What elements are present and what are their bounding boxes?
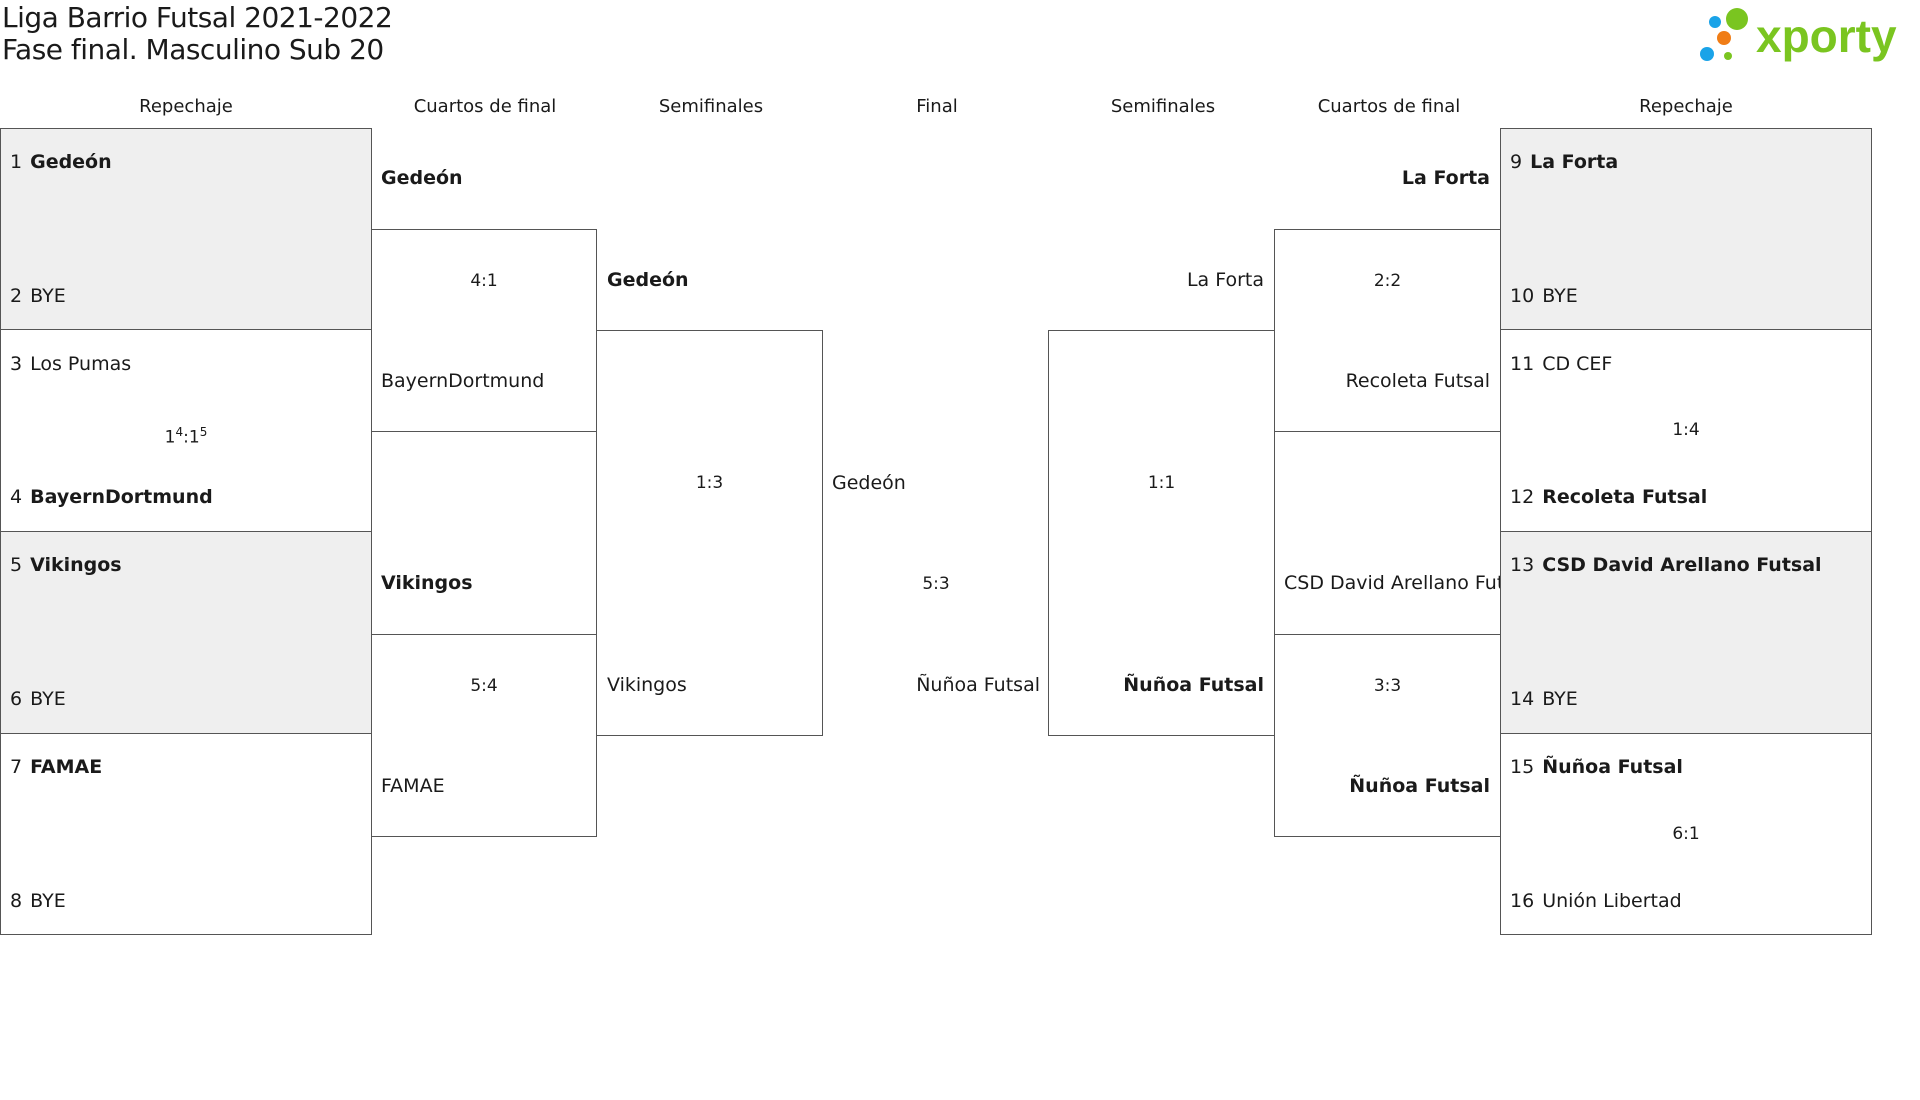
final-score: 5:3 [922,574,950,594]
cuartos-left-2-team-b[interactable]: FAMAE [381,775,445,797]
seed-number: 4 [10,486,23,508]
cuartos-right-1-team-a[interactable]: La Forta [1401,167,1490,189]
match-box-repechaje-6[interactable] [1500,329,1872,532]
semis-right-team-a[interactable]: La Forta [1186,269,1264,291]
match-box-semis-left[interactable] [596,330,823,736]
team-name: Ñuñoa Futsal [1542,756,1683,778]
team-entry[interactable]: 12 Recoleta Futsal [1510,485,1707,509]
match-score: 14:15 [164,425,208,448]
team-entry[interactable]: 3 Los Pumas [10,352,131,376]
seed-number: 6 [10,688,23,710]
seed-number: 14 [1510,688,1535,710]
seed-number: 15 [1510,756,1535,778]
match-box-repechaje-8[interactable] [1500,733,1872,935]
team-entry[interactable]: 15 Ñuñoa Futsal [1510,755,1683,779]
match-box-repechaje-5[interactable] [1500,128,1872,330]
match-score: 3:3 [1373,676,1402,696]
team-entry[interactable]: 13 CSD David Arellano Futsal [1510,553,1822,577]
team-entry[interactable]: 9 La Forta [1510,150,1618,174]
xporty-logo[interactable]: xporty [1696,4,1920,68]
col-head-semis-right: Semifinales [1110,96,1216,117]
seed-number: 5 [10,554,23,576]
team-name: BayernDortmund [30,486,213,508]
cuartos-left-1-team-a[interactable]: Gedeón [381,167,463,189]
xporty-logo-icon: xporty [1700,8,1897,62]
cuartos-left-2-team-a[interactable]: Vikingos [381,572,473,594]
match-box-repechaje-1[interactable] [0,128,372,330]
team-name: BYE [1542,285,1578,307]
seed-number: 7 [10,756,23,778]
team-entry[interactable]: 2 BYE [10,284,66,308]
semis-left-team-a[interactable]: Gedeón [607,269,689,291]
col-head-repechaje-left: Repechaje [139,96,233,117]
team-entry[interactable]: 1 Gedeón [10,150,112,174]
seed-number: 8 [10,890,23,912]
match-score: 2:2 [1373,271,1402,291]
team-name: BYE [1542,688,1578,710]
bracket-title: Liga Barrio Futsal 2021-2022 [2,1,393,34]
seed-number: 3 [10,353,23,375]
team-entry[interactable]: 16 Unión Libertad [1510,889,1682,913]
team-name: CSD David Arellano Futsal [1542,554,1822,576]
col-head-final: Final [916,96,958,117]
team-entry[interactable]: 14 BYE [1510,687,1578,711]
team-name: CD CEF [1542,353,1613,375]
match-box-repechaje-4[interactable] [0,733,372,935]
match-box-semis-right[interactable] [1048,330,1275,736]
col-head-repechaje-right: Repechaje [1639,96,1733,117]
team-entry[interactable]: 5 Vikingos [10,553,122,577]
team-name: BYE [30,285,66,307]
team-name: FAMAE [30,756,103,778]
team-entry[interactable]: 11 CD CEF [1510,352,1612,376]
final-team-b[interactable]: Ñuñoa Futsal [916,674,1040,696]
cuartos-right-2-team-b[interactable]: Ñuñoa Futsal [1349,775,1490,797]
team-name: Recoleta Futsal [1542,486,1708,508]
match-box-cuartos-left-2[interactable] [371,634,597,837]
final-team-a[interactable]: Gedeón [832,472,906,494]
semis-right-team-b[interactable]: Ñuñoa Futsal [1123,674,1264,696]
cuartos-right-2-team-a[interactable]: CSD David Arellano Futsal [1284,572,1500,594]
xporty-wordmark: xporty [1756,10,1897,62]
col-head-cuartos-right: Cuartos de final [1317,96,1461,117]
seed-number: 11 [1510,353,1535,375]
seed-number: 2 [10,285,23,307]
seed-number: 10 [1510,285,1535,307]
team-name: BYE [30,890,66,912]
team-entry[interactable]: 7 FAMAE [10,755,102,779]
team-name: Vikingos [30,554,122,576]
team-name: La Forta [1530,151,1619,173]
col-head-semis-left: Semifinales [658,96,764,117]
match-score: 1:4 [1672,420,1700,440]
match-box-repechaje-7[interactable] [1500,531,1872,734]
match-score: 4:1 [470,271,498,291]
bracket-subtitle: Fase final. Masculino Sub 20 [2,33,384,66]
seed-number: 12 [1510,486,1535,508]
match-box-cuartos-right-1[interactable] [1274,229,1501,432]
team-name: Los Pumas [30,353,132,375]
match-box-cuartos-right-2[interactable] [1274,634,1501,837]
team-name: BYE [30,688,66,710]
cuartos-right-1-team-b[interactable]: Recoleta Futsal [1345,370,1490,392]
team-name: Unión Libertad [1542,890,1682,912]
team-name: Gedeón [30,151,112,173]
match-box-cuartos-left-1[interactable] [371,229,597,432]
match-score: 5:4 [470,676,498,696]
match-score: 6:1 [1672,824,1700,844]
team-entry[interactable]: 6 BYE [10,687,66,711]
seed-number: 9 [1510,151,1523,173]
team-entry[interactable]: 4 BayernDortmund [10,485,213,509]
team-entry[interactable]: 8 BYE [10,889,66,913]
seed-number: 13 [1510,554,1535,576]
seed-number: 16 [1510,890,1535,912]
match-box-repechaje-2[interactable] [0,329,372,532]
match-score: 1:3 [695,473,724,493]
seed-number: 1 [10,151,23,173]
team-entry[interactable]: 10 BYE [1510,284,1578,308]
match-score: 1:1 [1147,473,1176,493]
col-head-cuartos-left: Cuartos de final [413,96,557,117]
semis-left-team-b[interactable]: Vikingos [607,674,687,696]
cuartos-left-1-team-b[interactable]: BayernDortmund [381,370,545,392]
